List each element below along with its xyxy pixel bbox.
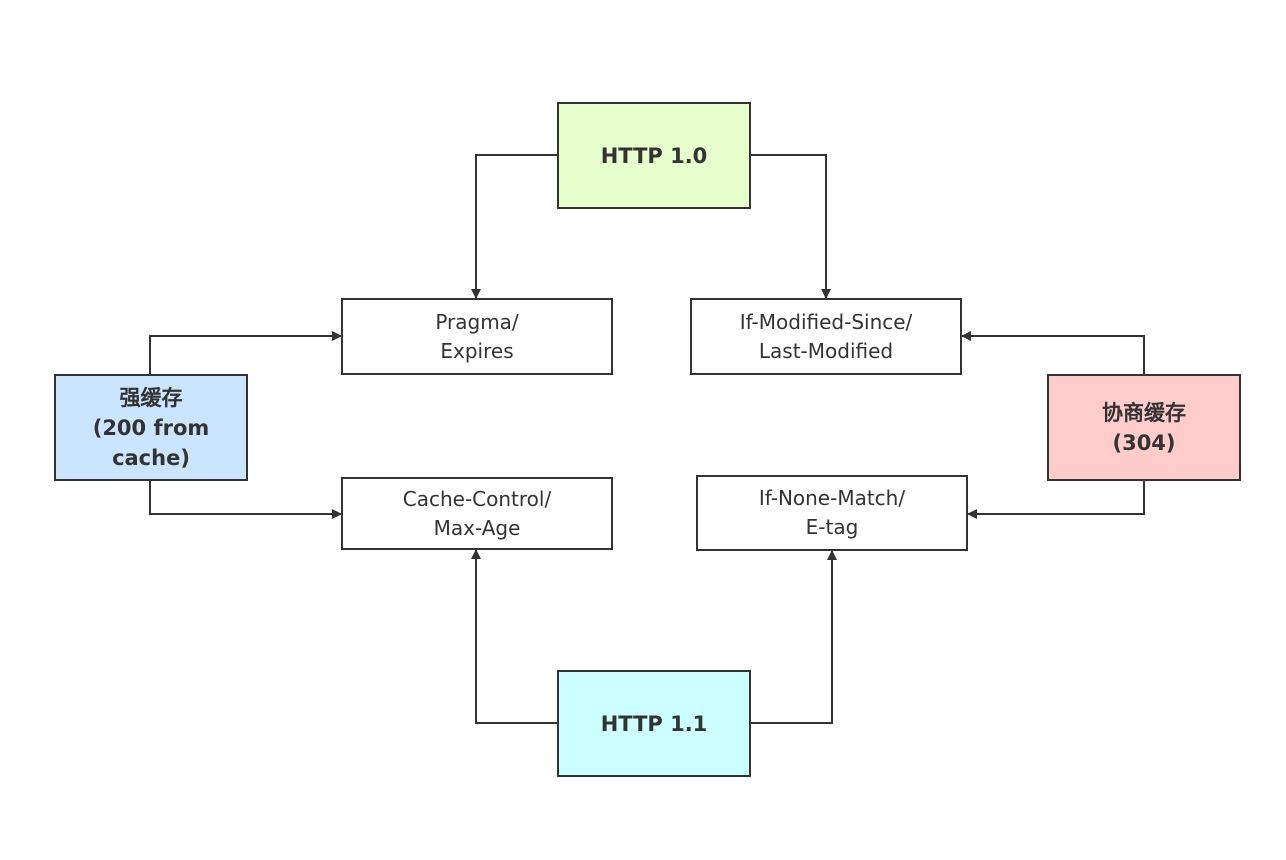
edge-http10-to-pragma-expires bbox=[471, 154, 557, 299]
node-http-1-0: HTTP 1.0 bbox=[557, 102, 751, 209]
node-pragma-expires-line-2: Expires bbox=[440, 338, 514, 363]
edge-http11-to-if-none-match bbox=[751, 550, 837, 724]
node-http-1-0-label: HTTP 1.0 bbox=[600, 143, 708, 168]
edge-strong-cache-to-cache-control bbox=[149, 481, 342, 519]
node-pragma-expires: Pragma/ Expires bbox=[341, 298, 613, 375]
edge-strong-cache-to-pragma-expires bbox=[149, 331, 342, 374]
edge-negotiated-cache-to-if-none-match bbox=[967, 481, 1145, 519]
node-strong-cache-line-2: (200 from bbox=[92, 415, 210, 440]
edge-negotiated-cache-to-if-modified-since bbox=[961, 331, 1145, 374]
node-if-modified-since-line-1: If-Modified-Since/ bbox=[739, 309, 913, 334]
edge-http10-to-if-modified-since bbox=[751, 154, 831, 299]
node-cache-control-line-2: Max-Age bbox=[433, 515, 521, 540]
node-http-1-1-label: HTTP 1.1 bbox=[600, 711, 708, 736]
node-negotiated-cache-line-1: 协商缓存 bbox=[1102, 400, 1186, 425]
node-if-modified-since-line-2: Last-Modified bbox=[758, 338, 894, 363]
node-cache-control: Cache-Control/ Max-Age bbox=[341, 477, 613, 550]
node-if-none-match-line-1: If-None-Match/ bbox=[758, 486, 906, 510]
node-strong-cache-line-3: cache) bbox=[112, 445, 190, 470]
edge-http11-to-cache-control bbox=[471, 549, 557, 724]
node-strong-cache-line-1: 强缓存 bbox=[119, 385, 183, 410]
node-if-none-match-line-2: E-tag bbox=[805, 515, 859, 539]
node-negotiated-cache: 协商缓存 (304) bbox=[1047, 374, 1241, 481]
node-negotiated-cache-line-2: (304) bbox=[1112, 430, 1176, 455]
node-http-1-1: HTTP 1.1 bbox=[557, 670, 751, 777]
node-pragma-expires-line-1: Pragma/ bbox=[435, 309, 519, 334]
node-if-modified-since: If-Modified-Since/ Last-Modified bbox=[690, 298, 962, 375]
node-cache-control-line-1: Cache-Control/ bbox=[402, 486, 552, 511]
node-if-none-match: If-None-Match/ E-tag bbox=[696, 475, 968, 551]
node-strong-cache: 强缓存 (200 from cache) bbox=[54, 374, 248, 481]
